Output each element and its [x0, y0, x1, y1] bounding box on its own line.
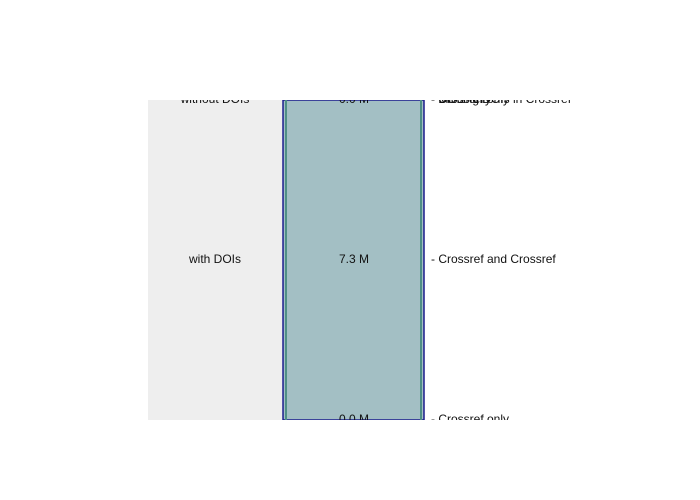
right-category-label: - Crossref only: [431, 92, 509, 106]
right-category-label: - Crossref and Crossref: [431, 252, 556, 266]
right-category-label: - Missing DOIs in Crossref: [431, 92, 572, 106]
left-category-label: with DOIs: [188, 252, 241, 266]
total-bar: [282, 100, 425, 420]
right-category-labels: - DOIs only- Crossref only- Missing DOIs…: [431, 92, 572, 426]
plot-area: without DOIs with DOIs 0.0 M 7.3 M 0.0 M - …: [148, 92, 572, 426]
left-category-label: without DOIs: [180, 92, 250, 106]
value-label: 7.3 M: [339, 252, 369, 266]
value-label: 0.0 M: [339, 92, 369, 106]
value-labels: 0.0 M 7.3 M 0.0 M: [339, 92, 369, 426]
right-category-label: - Crossref only: [431, 412, 509, 426]
left-category-labels: without DOIs with DOIs: [180, 92, 250, 266]
right-category-label: - DOIs only: [431, 92, 491, 106]
left-category-band: [148, 100, 282, 420]
value-label: 0.0 M: [339, 412, 369, 426]
